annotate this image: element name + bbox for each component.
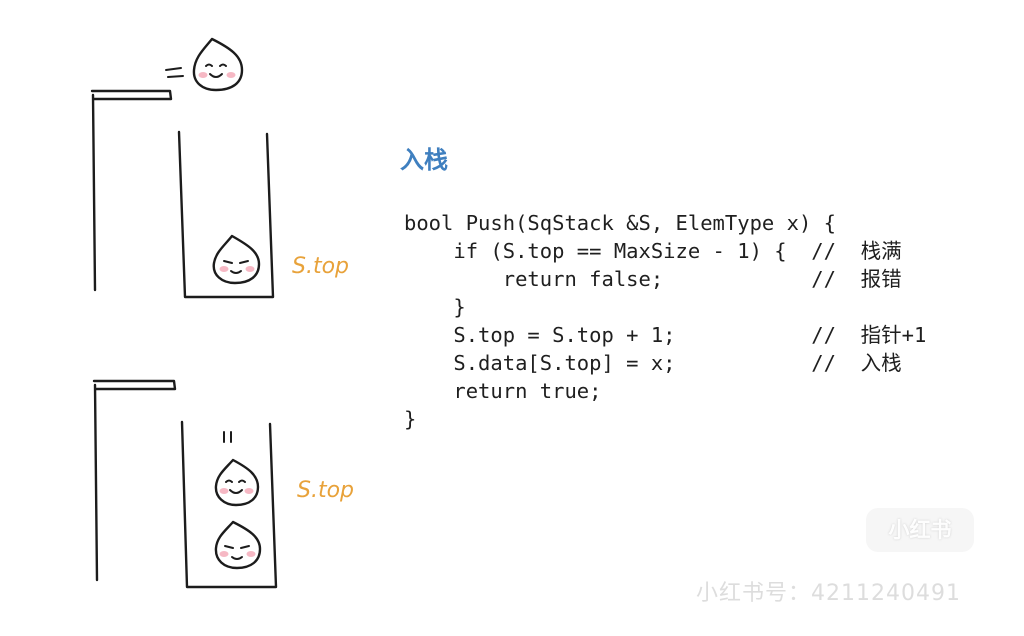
flying-blob-icon [165,37,244,92]
blob-body [214,458,260,507]
bottom-stop-label: S.top [297,478,354,503]
code-line: S.top = S.top + 1; // 指针+1 [404,323,927,347]
blob-body [192,37,244,92]
base-blob-icon [214,520,262,570]
section-title: 入栈 [400,146,448,174]
top-stack-diagram: S.top [90,37,349,299]
watermark-logo: 小红书 [866,508,974,552]
motion-line [167,75,184,78]
top-stack-container [177,130,275,299]
bottom-stack-container [180,420,278,589]
stacked-blob-icon [212,234,261,285]
push-code-block: bool Push(SqStack &S, ElemType x) { if (… [404,209,926,433]
blob-body [212,234,261,285]
code-line: return true; [404,379,602,403]
code-line: } [404,407,417,431]
code-line: return false; // 报错 [404,267,902,291]
motion-line [165,67,182,71]
pushed-blob-icon [214,458,260,507]
code-line: if (S.top == MaxSize - 1) { // 栈满 [404,239,902,263]
bottom-stack-diagram: S.top [92,379,354,589]
code-line: bool Push(SqStack &S, ElemType x) { [404,211,836,235]
top-stop-label: S.top [292,254,349,279]
blob-body [214,520,262,570]
top-stack-lid [90,89,173,292]
watermark-account-id: 小红书号：4211240491 [696,581,961,606]
bottom-stack-lid [92,379,177,582]
code-line: } [404,295,466,319]
code-line: S.data[S.top] = x; // 入栈 [404,351,902,375]
